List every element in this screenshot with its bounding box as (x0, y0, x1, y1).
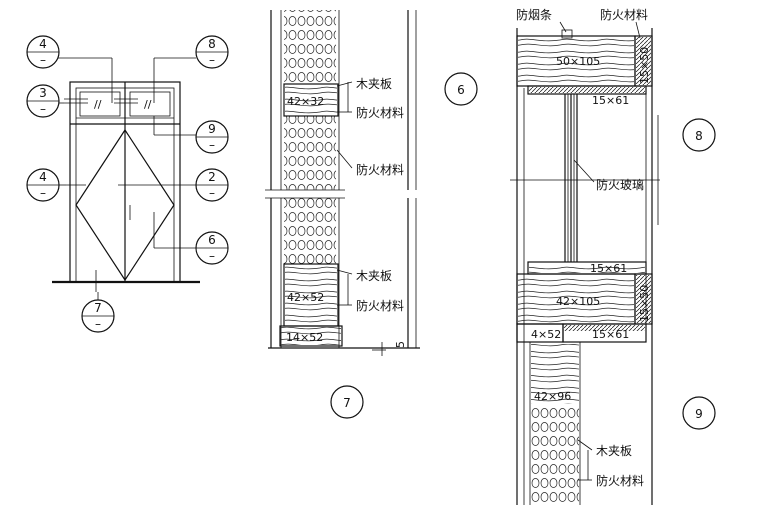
label-plywood-right: 木夹板 (596, 444, 632, 458)
callout-3: 3 – (26, 84, 60, 118)
svg-text:–: – (209, 186, 215, 200)
callout-7: 7 – (81, 299, 115, 333)
mark-9: 9 (682, 396, 716, 430)
svg-text:2: 2 (208, 170, 216, 184)
callout-2: 2 – (195, 168, 229, 202)
svg-text:6: 6 (457, 83, 465, 97)
dim-50x105: 50×105 (556, 55, 600, 68)
dim-42x52: 42×52 (287, 291, 324, 304)
svg-text:–: – (209, 249, 215, 263)
dim-5: 5 (394, 341, 407, 348)
svg-text://: // (144, 98, 152, 111)
section-8-9 (510, 21, 660, 505)
mark-8: 8 (682, 118, 716, 152)
svg-text:6: 6 (208, 233, 216, 247)
label-plywood-bot: 木夹板 (356, 269, 392, 283)
svg-text:7: 7 (94, 301, 102, 315)
mark-7: 7 (330, 385, 364, 419)
svg-text:8: 8 (695, 129, 703, 143)
label-fire-top: 防火材料 (356, 105, 404, 120)
svg-text:3: 3 (39, 86, 47, 100)
dim-42x32: 42×32 (287, 95, 324, 108)
svg-text:–: – (40, 53, 46, 67)
svg-text:–: – (40, 186, 46, 200)
svg-text:9: 9 (208, 122, 216, 136)
svg-text:–: – (95, 317, 101, 331)
svg-text:4: 4 (39, 37, 47, 51)
label-smoke-strip: 防烟条 (516, 7, 552, 22)
label-fire-material: 防火材料 (600, 7, 648, 22)
callout-9: 9 – (195, 120, 229, 154)
dim-15x50-top: 15×50 (638, 47, 651, 84)
label-fire-glass: 防火玻璃 (596, 177, 644, 192)
callout-4-mid: 4 – (26, 168, 60, 202)
svg-text://: // (94, 98, 102, 111)
label-plywood-top: 木夹板 (356, 77, 392, 91)
dim-15x61-mid: 15×61 (590, 262, 627, 275)
svg-text:7: 7 (343, 396, 351, 410)
label-fire-mid: 防火材料 (356, 162, 404, 177)
svg-text:–: – (40, 102, 46, 116)
label-fire-bot: 防火材料 (356, 298, 404, 313)
dim-15x61-bot: 15×61 (592, 328, 629, 341)
door-elevation: // // (52, 57, 200, 300)
callout-8: 8 – (195, 35, 229, 69)
svg-text:–: – (209, 138, 215, 152)
dim-4x52: 4×52 (531, 328, 561, 341)
callout-6: 6 – (195, 231, 229, 265)
dim-15x61-top: 15×61 (592, 94, 629, 107)
svg-text:9: 9 (695, 407, 703, 421)
dim-42x105: 42×105 (556, 295, 600, 308)
svg-text:4: 4 (39, 170, 47, 184)
svg-text:–: – (209, 53, 215, 67)
callout-4-top: 4 – (26, 35, 60, 69)
dim-14x52: 14×52 (286, 331, 323, 344)
dim-15x50-mid: 15×50 (638, 285, 651, 322)
mark-6: 6 (444, 72, 478, 106)
dim-42x96: 42×96 (534, 390, 571, 403)
label-fire-material-bot: 防火材料 (596, 473, 644, 488)
svg-text:8: 8 (208, 37, 216, 51)
section-6-7 (265, 10, 420, 356)
